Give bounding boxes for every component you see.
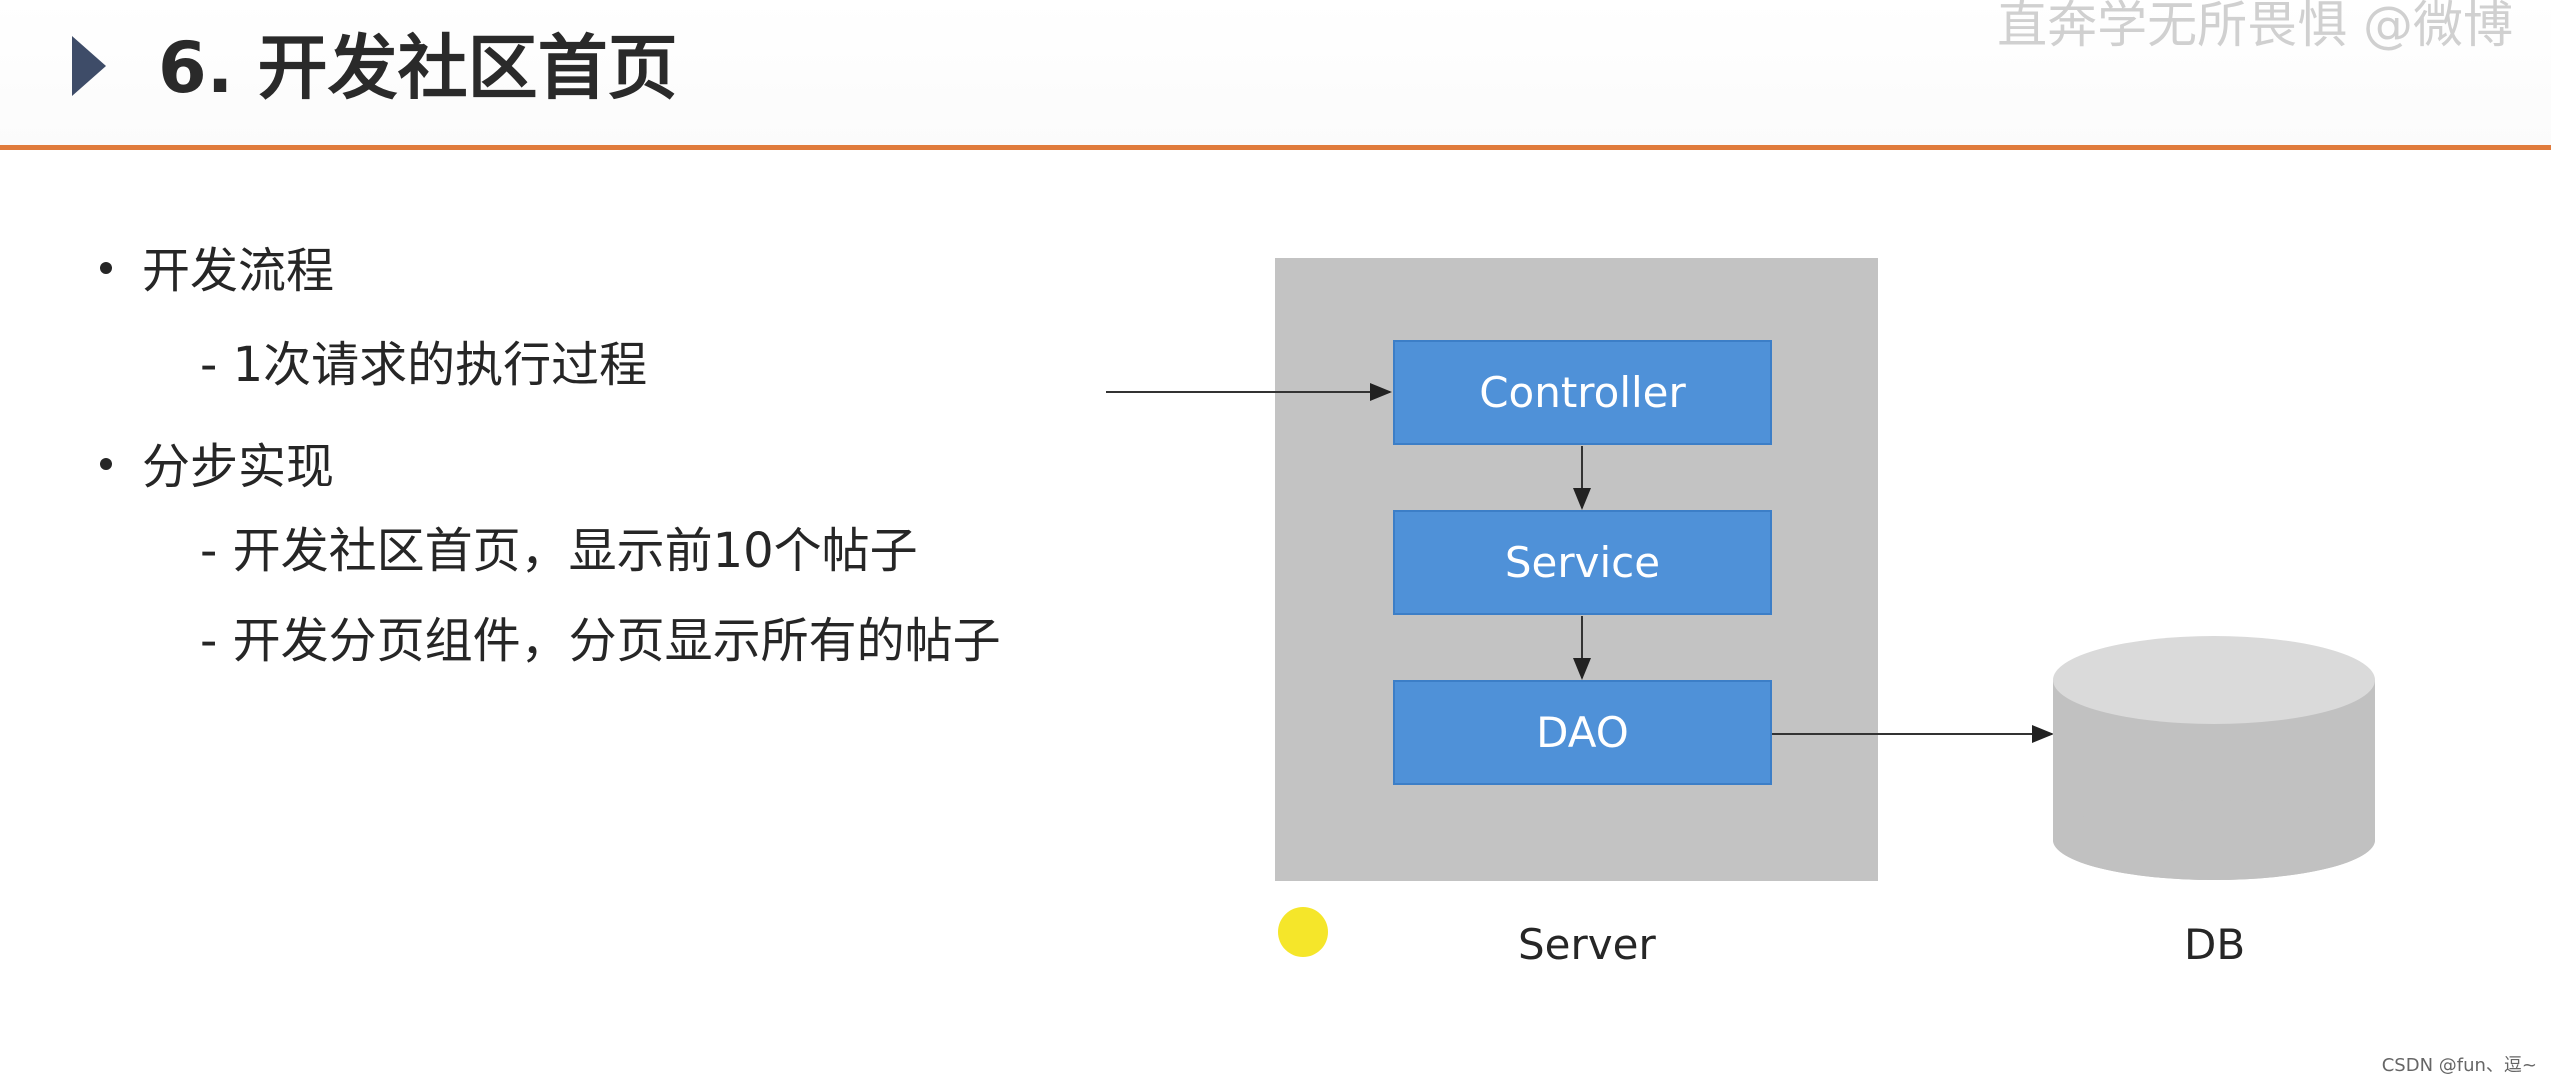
bullet-item: 分步实现 (100, 436, 334, 498)
sub-bullet-item: - 开发社区首页，显示前10个帖子 (200, 523, 918, 579)
bullet-dot-icon (100, 262, 112, 274)
server-label: Server (1518, 920, 1656, 969)
bullet-text: 分步实现 (142, 439, 335, 495)
slide-title: 6. 开发社区首页 (158, 27, 678, 109)
dao-layer-box: DAO (1393, 680, 1772, 785)
sub-bullet-item: - 1次请求的执行过程 (200, 337, 648, 393)
bullet-dot-icon (100, 458, 112, 470)
triangle-arrow-icon (72, 36, 106, 96)
service-layer-box: Service (1393, 510, 1772, 615)
database-cylinder-icon (2053, 636, 2375, 880)
pointer-highlight (1278, 907, 1328, 957)
bullet-text: 开发流程 (142, 243, 335, 299)
db-label: DB (2184, 920, 2246, 969)
header-divider (0, 145, 2551, 150)
header-watermark: 直奔学无所畏惧 @微博 (1997, 0, 2513, 54)
footer-watermark: CSDN @fun、逗~ (2381, 1055, 2537, 1076)
slide-header: 6. 开发社区首页 直奔学无所畏惧 @微博 (0, 0, 2551, 146)
controller-layer-box: Controller (1393, 340, 1772, 445)
bullet-item: 开发流程 (100, 240, 334, 302)
sub-bullet-item: - 开发分页组件，分页显示所有的帖子 (200, 613, 1001, 669)
